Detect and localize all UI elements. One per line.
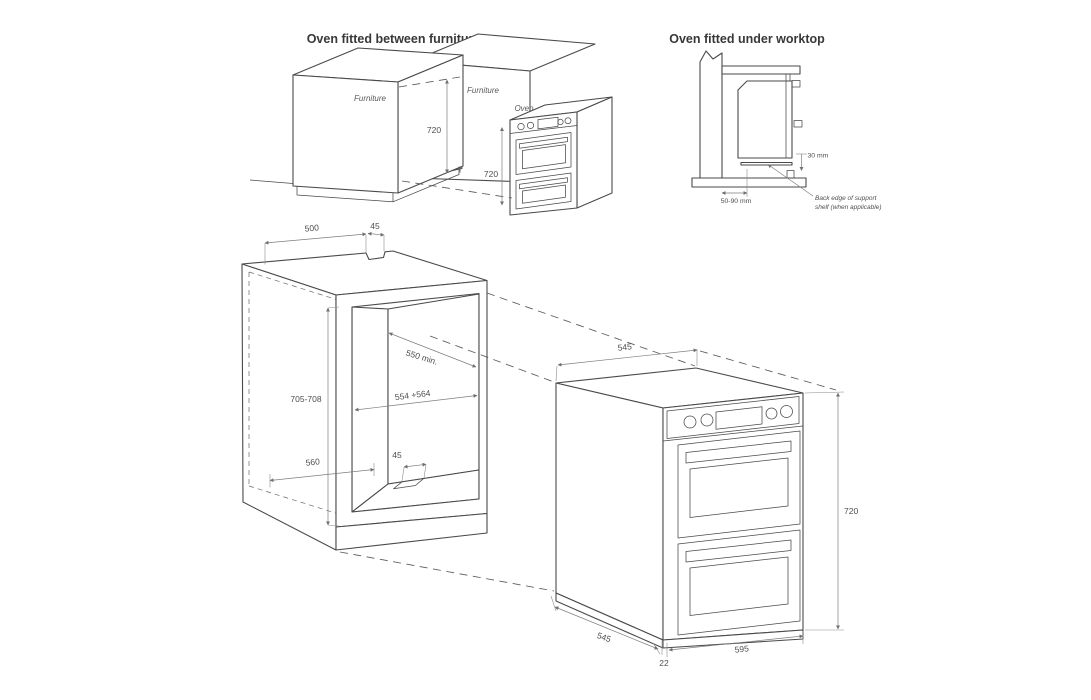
cabinet-plinth [335, 512, 488, 551]
title-between-furnitures: Oven fitted between furnitures [307, 32, 488, 46]
door-frame [677, 529, 801, 636]
door-frame [515, 132, 572, 175]
shelf-note: Back edge of support shelf (when applica… [767, 164, 881, 211]
cabinet-left-side [241, 263, 337, 551]
door-window [522, 144, 566, 170]
knob-icon [780, 405, 793, 418]
oven-width-value: 595 [734, 643, 749, 654]
small-oven-control-panel [509, 116, 578, 134]
cabinet-top-notch-dimension: 45 [367, 221, 385, 251]
floor-line [249, 179, 294, 184]
right-furniture-label: Furniture [467, 86, 500, 95]
door-frame [515, 172, 572, 210]
door-handle [685, 539, 792, 563]
scene-under-worktop: Oven fitted under worktop 30 mm 50-90 mm… [669, 32, 881, 211]
shelf-note-line2: shelf (when applicable) [815, 204, 881, 211]
panel-outline [666, 396, 800, 439]
knob-icon [526, 121, 535, 129]
small-oven-height-value: 720 [484, 169, 498, 179]
oven-bottom-depth-dimension: 545 [550, 595, 661, 655]
title-under-worktop: Oven fitted under worktop [669, 32, 825, 46]
oven-control-panel [662, 396, 804, 442]
small-oven-front-face [509, 111, 578, 216]
projection-dashes [339, 292, 837, 592]
cabinet-bottom-notch-value: 45 [392, 450, 402, 460]
cabinet-top-width-value: 500 [304, 222, 319, 233]
oven-between-furnitures: Oven [509, 96, 613, 216]
oven-width-dimension: 595 [668, 631, 804, 655]
cabinet-niche-width-value: 554 +564 [394, 388, 431, 402]
knob-icon [564, 117, 572, 125]
projection-dash-4 [339, 551, 555, 592]
rear-gap-dimension: 30 mm [796, 153, 829, 171]
rear-spacer-block [786, 170, 795, 179]
mounting-tab [791, 80, 801, 88]
scene-double-oven: 545 720 545 22 595 [550, 341, 858, 668]
small-oven-side-face [576, 96, 613, 209]
oven-side-section [737, 80, 793, 159]
worktop-section [721, 65, 801, 75]
cabinet-top-width-dimension: 500 [264, 222, 367, 265]
door-window [522, 184, 566, 204]
knob-icon [517, 123, 525, 131]
cabinet-top-notch-value: 45 [370, 221, 380, 231]
knob-icon [557, 118, 564, 126]
cabinet-bottom-notch-dimension: 45 [392, 450, 427, 482]
small-oven-lower-door [515, 172, 572, 210]
left-furniture-label: Furniture [354, 94, 387, 103]
scene-cabinet-cutout: 500 45 705-708 550 min. 554 +564 560 [241, 221, 488, 551]
shelf-setback-value: 50-90 mm [721, 198, 752, 205]
projection-dash-1 [486, 292, 696, 367]
door-window [689, 556, 789, 616]
rear-gap-value: 30 mm [808, 153, 829, 160]
cabinet-bottom-depth-value: 560 [305, 456, 320, 467]
cabinet-height-dimension: 705-708 [290, 306, 340, 527]
cabinet-niche-width-dimension: 554 +564 [354, 388, 478, 412]
projection-dash-3 [429, 335, 555, 383]
panel-bottom-edge [509, 125, 578, 134]
support-shelf-section [740, 161, 793, 166]
projection-dash-2 [699, 350, 837, 391]
wall-section [699, 50, 723, 179]
base-plinth-section [691, 177, 807, 188]
oven-frame-overhang-value: 22 [659, 658, 669, 668]
niche-height-dimension: 720 [427, 79, 449, 174]
oven-frame-overhang-dimension: 22 [659, 640, 669, 668]
oven-lower-door [677, 529, 801, 636]
oven-front-face [662, 392, 804, 641]
projection-dash-bottom [401, 180, 513, 199]
display-window [537, 116, 559, 130]
door-handle [519, 177, 568, 190]
niche-floor-notch [393, 477, 425, 490]
mounting-tab [793, 120, 803, 128]
panel-bottom-edge [662, 425, 804, 442]
oven-bottom-depth-value: 545 [596, 630, 613, 644]
small-oven-label: Oven [514, 104, 534, 113]
scene-between-furnitures: Oven fitted between furnitures Furniture [249, 32, 613, 216]
knob-icon [683, 415, 697, 429]
small-oven-height-dimension: 720 [484, 127, 504, 206]
cabinet-height-value: 705-708 [290, 394, 321, 404]
shelf-note-line1: Back edge of support [815, 195, 878, 202]
cabinet-bottom-depth-dimension: 560 [269, 456, 375, 488]
door-handle [685, 440, 792, 464]
oven-height-dimension: 720 [804, 391, 858, 631]
door-frame [677, 430, 801, 539]
left-furniture-front-face [292, 74, 399, 194]
oven-height-value: 720 [844, 506, 858, 516]
left-furniture-plinth [296, 166, 460, 203]
oven-upper-door [677, 430, 801, 539]
shelf-setback-dimension: 50-90 mm [721, 169, 752, 205]
knob-icon [765, 407, 778, 420]
niche-height-value: 720 [427, 125, 441, 135]
oven-top-depth-dimension: 545 [555, 341, 698, 382]
projection-dash-top [398, 76, 461, 88]
small-oven-upper-door [515, 132, 572, 175]
knob-icon [700, 413, 714, 427]
display-window [715, 406, 763, 430]
oven-top-depth-value: 545 [617, 341, 632, 352]
door-handle [519, 136, 568, 149]
door-window [689, 457, 789, 518]
